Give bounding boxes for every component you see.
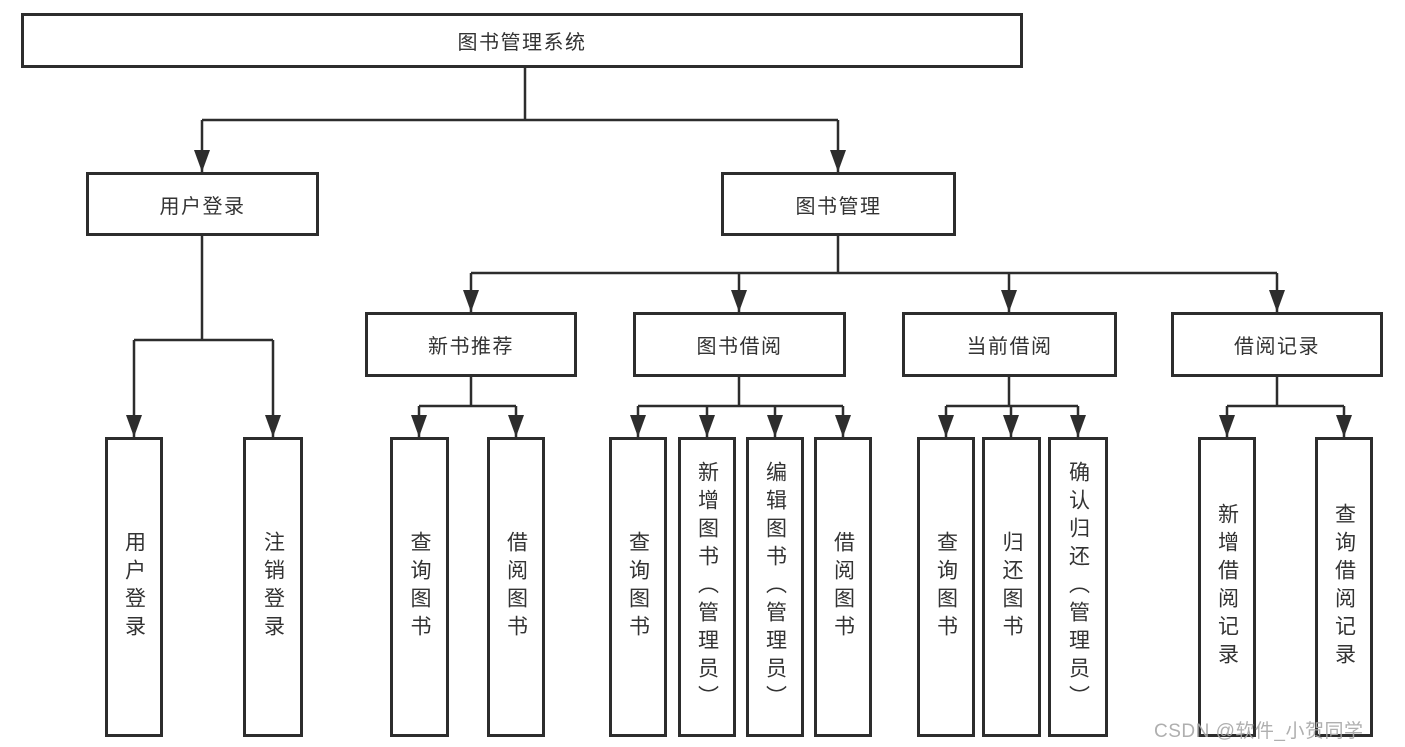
leaf-recommend-query-book: 查询图书 <box>390 437 449 737</box>
leaf-label: 借阅图书 <box>831 531 855 643</box>
csdn-watermark: CSDN @软件_小贺同学 <box>1154 721 1364 742</box>
edges-current-borrow <box>938 377 1086 437</box>
leaf-logout-login: 注销登录 <box>243 437 303 737</box>
leaf-recommend-borrow-book: 借阅图书 <box>487 437 545 737</box>
node-label: 图书借阅 <box>696 336 783 358</box>
node-label: 当前借阅 <box>966 336 1053 358</box>
leaf-borrow-edit-book-admin: 编辑图书（管理员） <box>746 437 804 737</box>
edges-user-login-to-leaves <box>126 236 281 437</box>
leaf-borrow-query-book: 查询图书 <box>609 437 667 737</box>
leaf-label: 新增图书（管理员） <box>695 461 719 713</box>
leaf-label: 借阅图书 <box>504 531 528 643</box>
node-book-borrow: 图书借阅 <box>633 312 846 377</box>
node-new-book-recommend: 新书推荐 <box>365 312 577 377</box>
leaf-user-login: 用户登录 <box>105 437 163 737</box>
node-label: 借阅记录 <box>1234 336 1320 358</box>
edges-borrow-record <box>1219 377 1352 437</box>
edges-book-borrow <box>630 377 851 437</box>
node-borrow-record: 借阅记录 <box>1171 312 1383 377</box>
leaf-current-return-book: 归还图书 <box>982 437 1041 737</box>
leaf-label: 注销登录 <box>261 531 285 643</box>
edges-root-to-level2 <box>194 68 846 172</box>
leaf-label: 确认归还（管理员） <box>1066 461 1090 713</box>
node-label: 用户登录 <box>159 195 246 218</box>
node-root-system: 图书管理系统 <box>21 13 1023 68</box>
leaf-record-add-borrow-record: 新增借阅记录 <box>1198 437 1256 737</box>
leaf-label: 查询借阅记录 <box>1332 503 1356 671</box>
node-book-management: 图书管理 <box>721 172 956 236</box>
leaf-current-confirm-return-admin: 确认归还（管理员） <box>1048 437 1108 737</box>
edges-book-management-to-level3 <box>463 236 1285 312</box>
leaf-label: 编辑图书（管理员） <box>763 461 787 713</box>
leaf-label: 查询图书 <box>934 531 958 643</box>
edges-new-book-recommend <box>411 377 524 437</box>
leaf-label: 查询图书 <box>408 531 432 643</box>
leaf-borrow-borrow-book: 借阅图书 <box>814 437 872 737</box>
leaf-current-query-book: 查询图书 <box>917 437 975 737</box>
node-label: 图书管理系统 <box>457 32 587 54</box>
node-user-login: 用户登录 <box>86 172 319 236</box>
node-label: 图书管理 <box>795 195 882 218</box>
leaf-borrow-add-book-admin: 新增图书（管理员） <box>678 437 736 737</box>
leaf-label: 查询图书 <box>626 531 650 643</box>
leaf-label: 用户登录 <box>122 531 146 643</box>
leaf-label: 新增借阅记录 <box>1215 503 1239 671</box>
node-current-borrow: 当前借阅 <box>902 312 1117 377</box>
leaf-label: 归还图书 <box>1000 531 1024 643</box>
node-label: 新书推荐 <box>428 336 514 358</box>
leaf-record-query-borrow-record: 查询借阅记录 <box>1315 437 1373 737</box>
